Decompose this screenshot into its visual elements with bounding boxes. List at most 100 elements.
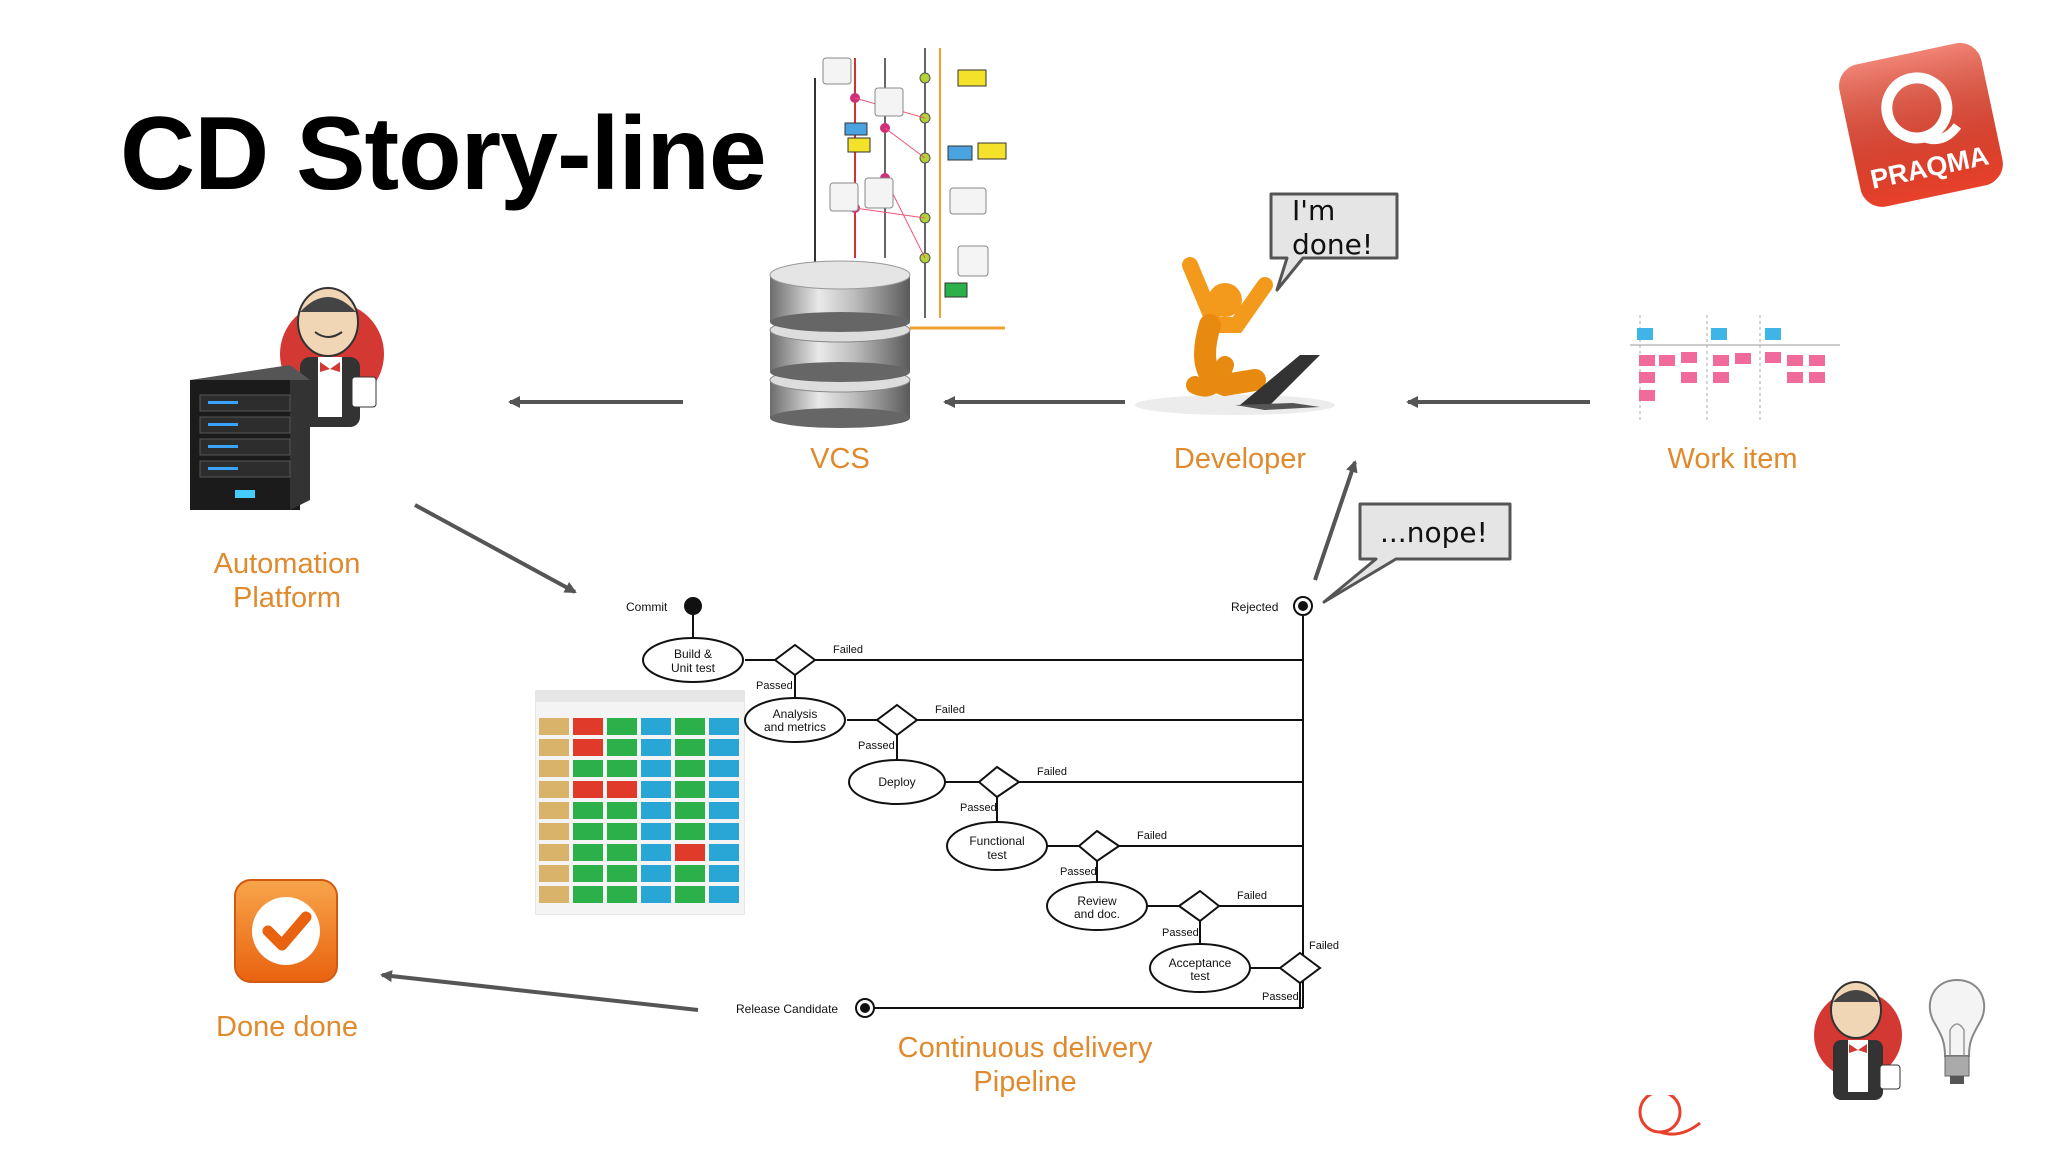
pipeline-view-cell [539, 718, 569, 735]
developer-bubble-line2: done! [1292, 228, 1374, 261]
pipeline-view-cell [641, 739, 671, 756]
stage-functional-line1: Functional [969, 834, 1024, 848]
passed-label-3: Passed [960, 802, 997, 814]
pipeline-view-cell [573, 844, 603, 861]
release-candidate-label: Release Candidate [736, 1002, 838, 1016]
pipeline-view-cell [675, 802, 705, 819]
passed-label-2: Passed [858, 740, 895, 752]
failed-label-3: Failed [1037, 766, 1067, 778]
pipeline-view-cell [709, 844, 739, 861]
stage-build-line1: Build & [674, 647, 712, 661]
pipeline-view-cell [607, 886, 637, 903]
developer-figure-icon [1135, 257, 1335, 415]
jenkins-butler-icon-small [1814, 981, 1902, 1100]
pipeline-view-cell [675, 718, 705, 735]
stage-functional-line2: test [987, 848, 1007, 862]
pipeline-view-cell [641, 718, 671, 735]
pipeline-view-cell [539, 865, 569, 882]
arrow-automation-to-pipeline [414, 503, 577, 594]
build-pipeline-view-icon [535, 690, 745, 915]
pipeline-view-cell [675, 823, 705, 840]
pipeline-view-cell [539, 760, 569, 777]
pipeline-view-cell [675, 865, 705, 882]
pipeline-view-cell [573, 865, 603, 882]
database-icon [769, 260, 911, 428]
developer-label: Developer [1173, 443, 1307, 475]
automation-label-line2: Platform [233, 582, 341, 614]
pipeline-view-cell [607, 760, 637, 777]
slide-title: CD Story-line [120, 96, 767, 212]
stage-review-line1: Review [1077, 894, 1117, 908]
pipeline-view-cell [641, 781, 671, 798]
passed-label-4: Passed [1060, 866, 1097, 878]
failed-label-5: Failed [1237, 890, 1267, 902]
pipeline-view-cell [539, 781, 569, 798]
failed-label-1: Failed [833, 644, 863, 656]
pipeline-view-cell [641, 823, 671, 840]
pipeline-view-cell [573, 886, 603, 903]
developer-speech-bubble [1269, 192, 1399, 292]
pipeline-view-cell [709, 886, 739, 903]
automation-label-line1: Automation [213, 548, 361, 580]
stage-acceptance-line1: Acceptance [1169, 956, 1232, 970]
passed-label-5: Passed [1162, 927, 1199, 939]
pipeline-view-cell [641, 844, 671, 861]
rejected-speech-bubble [1322, 502, 1512, 604]
pipeline-view-cell [573, 739, 603, 756]
lightbulb-icon [1913, 971, 2001, 1094]
pipeline-view-cell [675, 781, 705, 798]
pipeline-view-cell [709, 823, 739, 840]
pipeline-view-cell [709, 760, 739, 777]
arrow-pipeline-to-done [380, 970, 699, 1012]
stage-deploy-line1: Deploy [878, 775, 915, 789]
passed-label-6: Passed [1262, 991, 1299, 1003]
pipeline-view-cell [675, 844, 705, 861]
pipeline-view-cell [709, 781, 739, 798]
pipeline-view-cell [539, 886, 569, 903]
pipeline-view-cell [539, 802, 569, 819]
stage-acceptance-line2: test [1190, 969, 1210, 983]
commit-node [684, 597, 702, 615]
pipeline-view-cell [709, 802, 739, 819]
rejected-label: Rejected [1231, 600, 1278, 614]
pipeline-diagram: Commit Rejected Release Candidate Build … [626, 596, 1339, 1018]
pipeline-view-cell [675, 760, 705, 777]
done-label: Done done [216, 1011, 358, 1043]
server-icon [190, 365, 310, 510]
pipeline-view-cell [675, 739, 705, 756]
developer-bubble-line1: I'm [1292, 194, 1336, 227]
pipeline-view-cell [641, 865, 671, 882]
pipeline-view-cell [607, 802, 637, 819]
pipeline-label-line2: Pipeline [973, 1066, 1077, 1098]
failed-label-6: Failed [1309, 940, 1339, 952]
stage-analysis-line2: and metrics [764, 720, 826, 734]
pipeline-view-cell [539, 739, 569, 756]
pipeline-view-cell [675, 886, 705, 903]
praqma-logo-icon: PRAQMA [1839, 43, 2003, 207]
pipeline-label-line1: Continuous delivery [897, 1032, 1153, 1064]
pipeline-view-cell [709, 718, 739, 735]
pipeline-view-cell [641, 886, 671, 903]
kanban-board-icon [1630, 315, 1840, 422]
stage-analysis-line1: Analysis [773, 707, 818, 721]
pipeline-view-cell [641, 760, 671, 777]
commit-label: Commit [626, 600, 668, 614]
stage-build-line2: Unit test [671, 661, 716, 675]
pipeline-view-cell [607, 781, 637, 798]
branching-diagram-icon [814, 48, 1007, 330]
arrow-rejected-to-developer [1313, 460, 1358, 581]
pipeline-view-cell [539, 823, 569, 840]
rejected-bubble-text: ...nope! [1380, 516, 1488, 549]
pipeline-view-cell [607, 844, 637, 861]
pipeline-view-cell [709, 865, 739, 882]
failed-label-2: Failed [935, 704, 965, 716]
pipeline-view-cell [573, 760, 603, 777]
pipeline-view-cell [573, 781, 603, 798]
stage-review-line2: and doc. [1074, 907, 1120, 921]
pipeline-view-cell [573, 802, 603, 819]
jenkins-butler-icon [280, 287, 384, 427]
pipeline-view-cell [607, 718, 637, 735]
pipeline-view-cell [539, 844, 569, 861]
